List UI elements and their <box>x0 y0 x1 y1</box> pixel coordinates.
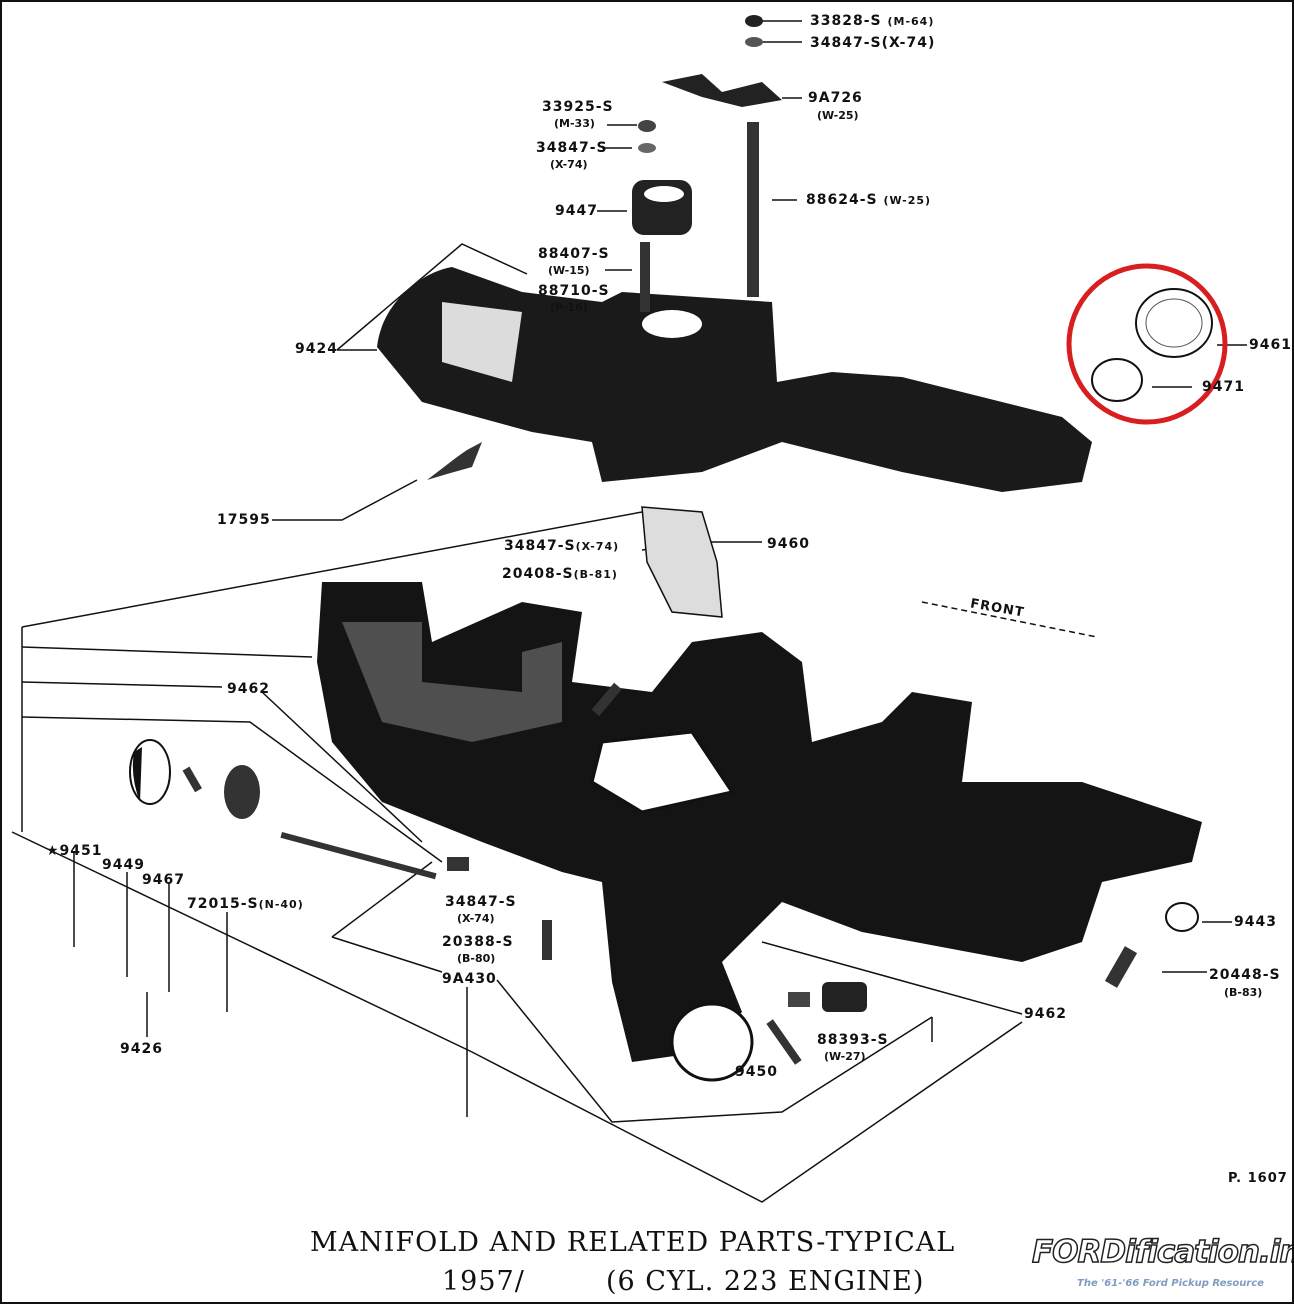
label-88393: 88393-S <box>817 1032 889 1048</box>
label-9447: 9447 <box>555 203 598 219</box>
label-9450: 9450 <box>735 1064 778 1080</box>
code-33925: (M-33) <box>554 117 595 130</box>
diagram-title: MANIFOLD AND RELATED PARTS-TYPICAL <box>310 1227 956 1258</box>
code-88393: (W-27) <box>824 1050 866 1063</box>
intake-manifold <box>377 267 1092 492</box>
label-9443: 9443 <box>1234 914 1277 930</box>
label-88624: 88624-S (W-25) <box>806 192 932 208</box>
heat-control-gasket <box>590 730 735 814</box>
label-34847-c: 34847-S(X-74) <box>504 538 620 554</box>
label-88710: 88710-S <box>538 283 610 299</box>
label-9449: 9449 <box>102 857 145 873</box>
shaft-9A430 <box>280 831 437 880</box>
label-9426: 9426 <box>120 1041 163 1057</box>
watermark-brand: FORDification.info <box>1031 1233 1292 1271</box>
spring-9467 <box>224 765 260 819</box>
gasket-9450 <box>670 1002 754 1082</box>
code-20388: (B-80) <box>457 952 496 965</box>
label-9A726: 9A726 <box>808 90 863 106</box>
label-9467: 9467 <box>142 872 185 888</box>
heat-shield-9460 <box>641 506 723 618</box>
label-33828: 33828-S (M-64) <box>810 13 935 29</box>
label-9460: 9460 <box>767 536 810 552</box>
label-9462-a: 9462 <box>227 681 270 697</box>
carb-flange-opening <box>642 310 702 338</box>
label-9451: ★9451 <box>46 843 103 859</box>
diagram-title-year: 1957/ <box>442 1266 525 1297</box>
code-9A726: (W-25) <box>817 109 859 122</box>
plate-number: P. 1607 <box>1228 1171 1288 1186</box>
exhaust-manifold <box>317 582 1202 1062</box>
label-20408: 20408-S(B-81) <box>502 566 618 582</box>
label-20388: 20388-S <box>442 934 514 950</box>
label-34847-top: 34847-S(X-74) <box>810 35 936 51</box>
bracket-9A726 <box>662 74 782 107</box>
label-9A430: 9A430 <box>442 971 497 987</box>
code-88710: (P-16) <box>550 301 588 314</box>
label-9461: 9461 <box>1249 337 1292 353</box>
diagram-subtitle: (6 CYL. 223 ENGINE) <box>606 1266 925 1297</box>
label-9462-b: 9462 <box>1024 1006 1067 1022</box>
code-88407: (W-15) <box>548 264 590 277</box>
watermark-tagline: The '61-'66 Ford Pickup Resource <box>1077 1278 1264 1289</box>
label-34847-d: 34847-S <box>445 894 517 910</box>
label-72015: 72015-S(N-40) <box>187 896 304 912</box>
label-34847-b: 34847-S <box>536 140 608 156</box>
code-34847-d: (X-74) <box>457 912 495 925</box>
label-9471: 9471 <box>1202 379 1245 395</box>
label-17595: 17595 <box>217 512 271 528</box>
code-20448: (B-83) <box>1224 986 1263 999</box>
highlight-circle <box>1066 263 1228 425</box>
code-34847-b: (X-74) <box>550 158 588 171</box>
label-88407: 88407-S <box>538 246 610 262</box>
label-20448: 20448-S <box>1209 967 1281 983</box>
label-33925: 33925-S <box>542 99 614 115</box>
label-9424: 9424 <box>295 341 338 357</box>
